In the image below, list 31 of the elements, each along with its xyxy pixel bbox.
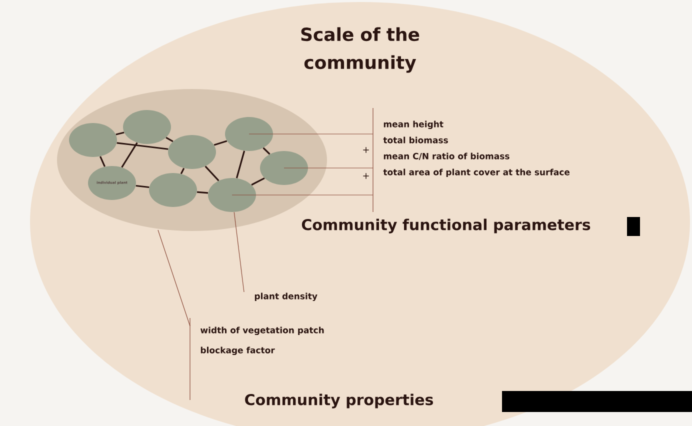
connector-line bbox=[251, 177, 265, 186]
connector-line bbox=[236, 150, 246, 178]
plant-ellipse bbox=[123, 110, 171, 144]
plant-ellipse bbox=[225, 117, 273, 151]
plant-ellipse bbox=[69, 123, 117, 157]
section-heading: Community properties bbox=[245, 394, 433, 408]
property-text: plant density bbox=[254, 292, 318, 302]
connector-line bbox=[100, 156, 106, 167]
property-list: width of vegetation patch blockage factor bbox=[200, 326, 324, 356]
connector-line bbox=[121, 142, 138, 168]
section-heading: Community functional parameters bbox=[302, 218, 590, 234]
plant-ellipse bbox=[168, 135, 216, 169]
parameter-list: mean height total biomass mean C/N ratio of biomass total area of plant cover at the surface bbox=[383, 120, 570, 177]
plus-sign: + bbox=[363, 147, 369, 153]
plant-ellipse bbox=[208, 178, 256, 212]
connector-line bbox=[166, 136, 174, 142]
leader-line bbox=[234, 212, 244, 292]
connector-line bbox=[180, 168, 185, 174]
leader-line bbox=[232, 194, 374, 196]
connector-line bbox=[136, 184, 150, 188]
connector-line bbox=[214, 140, 228, 146]
connector-line bbox=[116, 142, 168, 150]
leader-line bbox=[158, 230, 190, 326]
plant-ellipse bbox=[149, 173, 197, 207]
plus-sign: + bbox=[363, 173, 369, 179]
plant-ellipse bbox=[260, 151, 308, 185]
title: Scale of the community bbox=[301, 27, 420, 73]
connector-line bbox=[204, 166, 220, 182]
connector-line bbox=[262, 147, 270, 155]
connector-line bbox=[196, 191, 208, 194]
connector-line bbox=[116, 132, 124, 136]
